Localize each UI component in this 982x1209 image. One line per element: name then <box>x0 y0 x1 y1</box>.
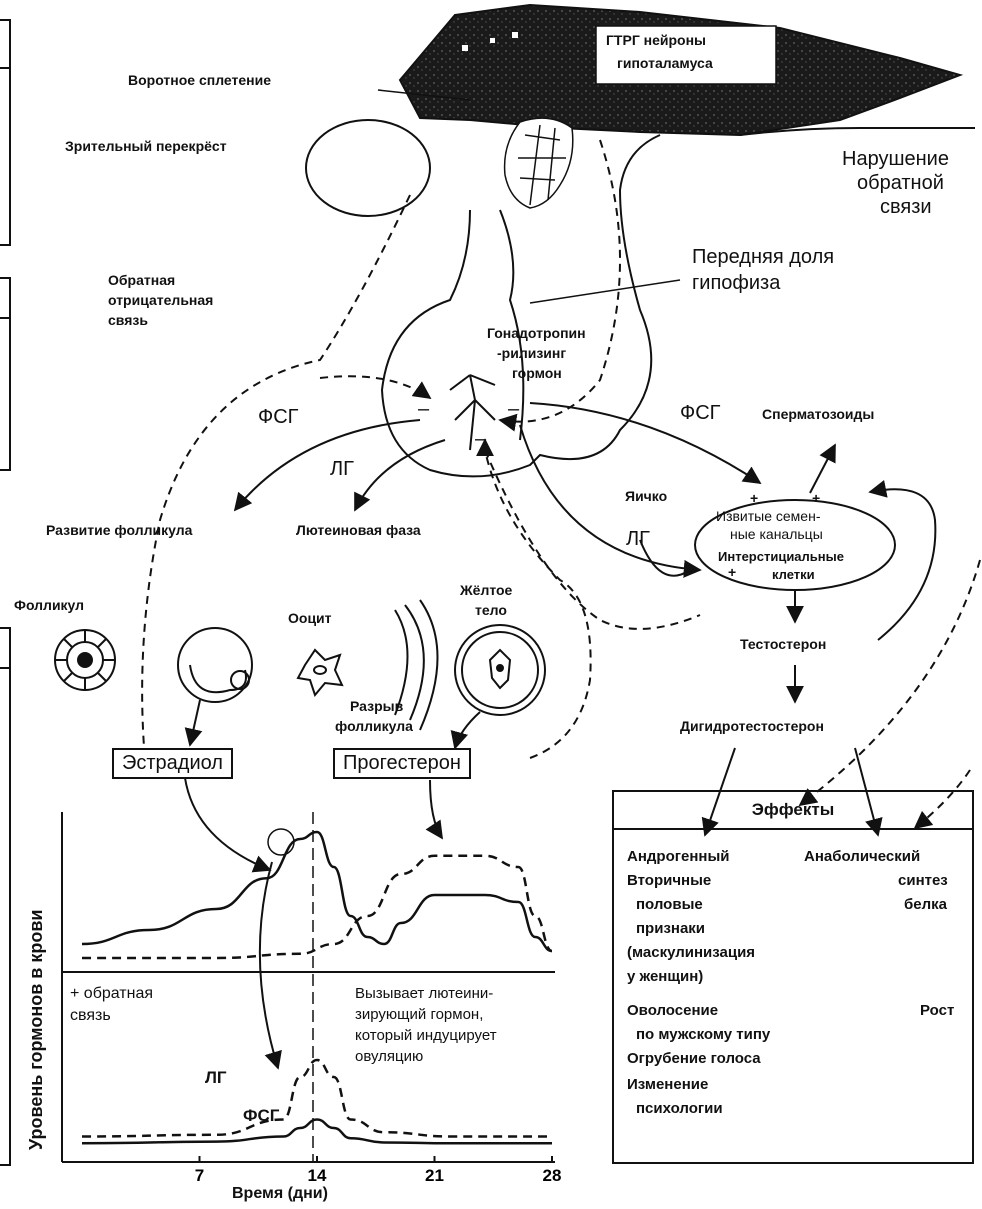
x-tick-label-14: 14 <box>308 1166 327 1185</box>
effects-title: Эффекты <box>614 792 972 830</box>
chart-series <box>81 830 553 1145</box>
chart-ylabel: Уровень гормонов в крови <box>26 909 46 1151</box>
anterior-lobe-label-2: гипофиза <box>692 272 781 294</box>
negative-feedback-label-3: связь <box>108 312 148 328</box>
pituitary-shape <box>380 134 661 478</box>
hypothalamus-shape <box>398 3 975 137</box>
chart-ticks: 7 14 21 28 <box>195 1156 562 1185</box>
left-edge-frames <box>0 19 11 1166</box>
effect-right-0: Анаболический <box>804 848 921 865</box>
lh-note-1: Вызывает лютеини- <box>355 985 494 1002</box>
testis-label: Яичко <box>625 488 668 504</box>
effect-left-3: признаки <box>636 920 706 937</box>
portal-plexus-label: Воротное сплетение <box>128 72 272 88</box>
anterior-lobe-label-1: Передняя доля <box>692 246 835 268</box>
effect-left-0: Андрогенный <box>627 848 730 865</box>
effect-right-2: белка <box>904 896 947 913</box>
lower-series-0-line <box>81 1058 552 1138</box>
gnrh-neurons-label-1: ГТРГ нейроны <box>606 32 707 48</box>
effect-right-3: Рост <box>920 1002 955 1019</box>
optic-chiasm-shape <box>305 119 431 217</box>
plus-sign-1: + <box>750 490 759 506</box>
chart-frame <box>61 812 555 1163</box>
tubules-label-1: Извитые семен- <box>716 508 821 524</box>
minus-sign-3: – <box>508 398 520 420</box>
effect-right-1: синтез <box>898 872 948 889</box>
minus-sign-2: – <box>475 428 487 450</box>
interstitial-label-1: Интерстициальные <box>718 549 844 564</box>
testosterone-label: Тестостерон <box>740 636 827 652</box>
x-tick-label-21: 21 <box>425 1166 444 1185</box>
effect-left-10: психологии <box>636 1100 723 1117</box>
rupture-label-2: фолликула <box>335 718 413 734</box>
disruption-label-2: обратной <box>857 172 944 194</box>
rupture-label-1: Разрыв <box>350 698 404 714</box>
negative-feedback-label-1: Обратная <box>108 272 176 288</box>
chart-lh-series-label: ЛГ <box>205 1068 227 1087</box>
tubules-label-2: ные канальцы <box>730 526 823 542</box>
lh-note-2: зирующий гормон, <box>355 1006 484 1023</box>
disruption-label-3: связи <box>880 196 932 218</box>
follicle-icons <box>54 599 546 731</box>
effect-left-8: Огрубение голоса <box>627 1050 761 1067</box>
upper-series-1-line <box>81 854 553 960</box>
interstitial-label-2: клетки <box>772 567 815 582</box>
fsh-male-label: ФСГ <box>680 402 721 424</box>
gnrh-label-2: -рилизинг <box>497 345 567 361</box>
gnrh-label-3: гормон <box>512 365 562 381</box>
minus-sign-1: – <box>418 398 430 420</box>
effect-left-5: у женщин) <box>627 968 704 985</box>
negative-feedback-label-2: отрицательная <box>108 292 214 308</box>
effect-left-6: Оволосение <box>627 1002 719 1019</box>
plus-sign-3: + <box>728 564 737 580</box>
portal-plexus-shape <box>503 117 574 209</box>
effect-left-2: половые <box>636 896 703 913</box>
follicle-label: Фолликул <box>14 597 85 613</box>
corpus-luteum-label-2: тело <box>475 602 507 618</box>
effect-left-9: Изменение <box>627 1076 709 1093</box>
chart-xlabel: Время (дни) <box>232 1185 328 1202</box>
estradiol-box: Эстрадиол <box>112 748 233 779</box>
dht-label: Дигидротестостерон <box>680 718 824 734</box>
lh-female-label: ЛГ <box>330 458 354 480</box>
lh-note-4: овуляцию <box>355 1048 424 1065</box>
x-tick-label-28: 28 <box>543 1166 562 1185</box>
upper-series-0-line <box>81 830 553 953</box>
chart-fsh-series-label: ФСГ <box>243 1106 280 1125</box>
luteal-phase-label: Лютеиновая фаза <box>296 522 421 538</box>
positive-feedback-label-2: связь <box>70 1007 111 1024</box>
x-tick-label-7: 7 <box>195 1166 204 1185</box>
disruption-label-1: Нарушение <box>842 148 949 170</box>
follicle-arrows <box>184 699 481 1070</box>
sperm-label: Сперматозоиды <box>762 406 875 422</box>
oocyte-label: Ооцит <box>288 610 332 626</box>
follicle-development-label: Развитие фолликула <box>46 522 193 538</box>
fsh-female-label: ФСГ <box>258 406 299 428</box>
lh-note-3: который индуцирует <box>355 1027 497 1044</box>
lower-series-1-line <box>81 1118 552 1145</box>
effect-left-4: (маскулинизация <box>627 944 756 961</box>
effects-box: Эффекты <box>612 790 974 1164</box>
testis-oval <box>694 499 896 591</box>
corpus-luteum-label-1: Жёлтое <box>460 582 513 598</box>
feedback-dashed-loops <box>141 139 981 830</box>
progesterone-box: Прогестерон <box>333 748 471 779</box>
effect-left-7: по мужскому типу <box>636 1026 771 1043</box>
plus-sign-2: + <box>812 490 821 506</box>
lh-male-label: ЛГ <box>626 528 650 550</box>
positive-feedback-label-1: + обратная <box>70 985 154 1002</box>
effect-left-1: Вторичные <box>627 872 712 889</box>
gnrh-label-1: Гонадотропин <box>487 325 586 341</box>
optic-chiasm-label: Зрительный перекрёст <box>65 138 227 154</box>
anterior-lobe-pointer <box>529 279 681 304</box>
gnrh-neurons-label-2: гипоталамуса <box>617 55 713 71</box>
